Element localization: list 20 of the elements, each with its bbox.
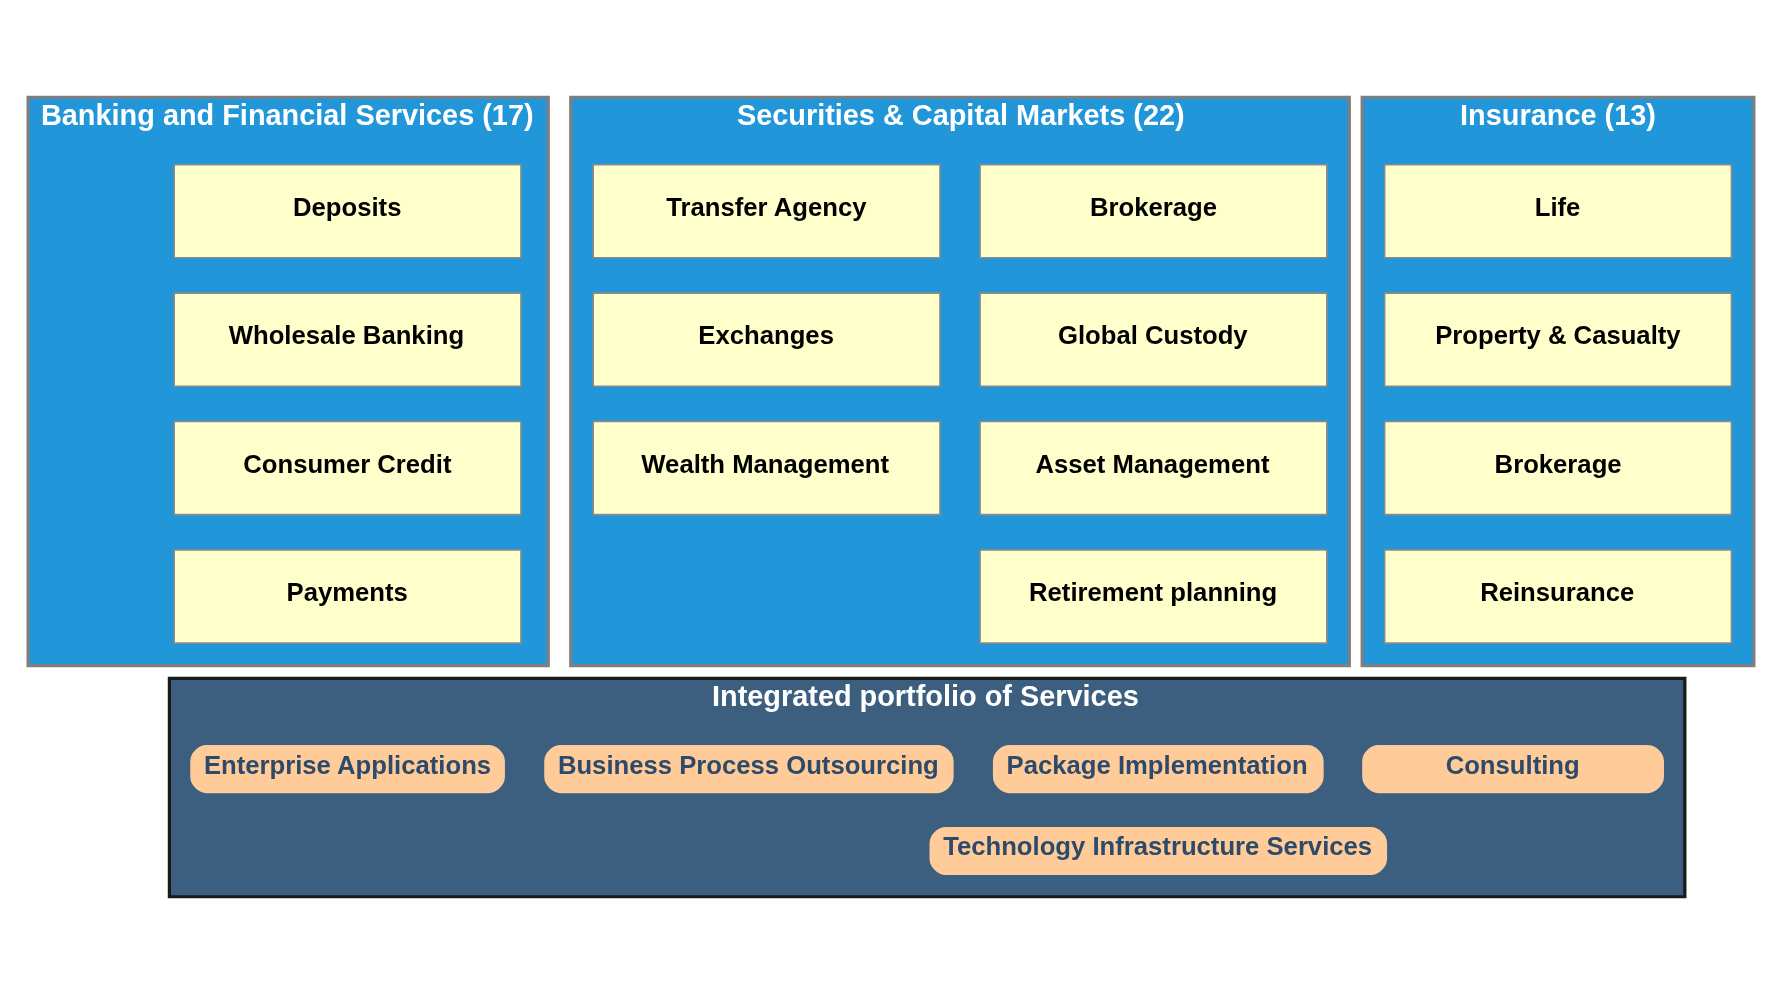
node-box: Enterprise Applications (190, 744, 505, 793)
node-box: Retirement planning (979, 548, 1328, 644)
node-box: Brokerage (1383, 420, 1733, 515)
node-box: Consulting (1362, 744, 1664, 793)
node-box: Wealth Management (592, 420, 941, 515)
node-box: Payments (173, 548, 522, 644)
node-box: Deposits (173, 163, 522, 259)
node-box: Property & Casualty (1383, 291, 1733, 387)
node-box: Wholesale Banking (173, 291, 522, 387)
node-box: Business Process Outsourcing (544, 744, 954, 793)
node-box: Global Custody (979, 291, 1328, 387)
node-box: Package Implementation (992, 744, 1324, 793)
node-box: Life (1383, 163, 1733, 259)
node-box: Transfer Agency (592, 163, 941, 259)
node-box: Reinsurance (1383, 548, 1733, 644)
node-box: Exchanges (592, 291, 941, 387)
node-box: Asset Management (979, 420, 1328, 515)
node-box: Technology Infrastructure Services (929, 826, 1388, 875)
node-box: Brokerage (979, 163, 1328, 259)
node-box: Consumer Credit (173, 420, 522, 515)
